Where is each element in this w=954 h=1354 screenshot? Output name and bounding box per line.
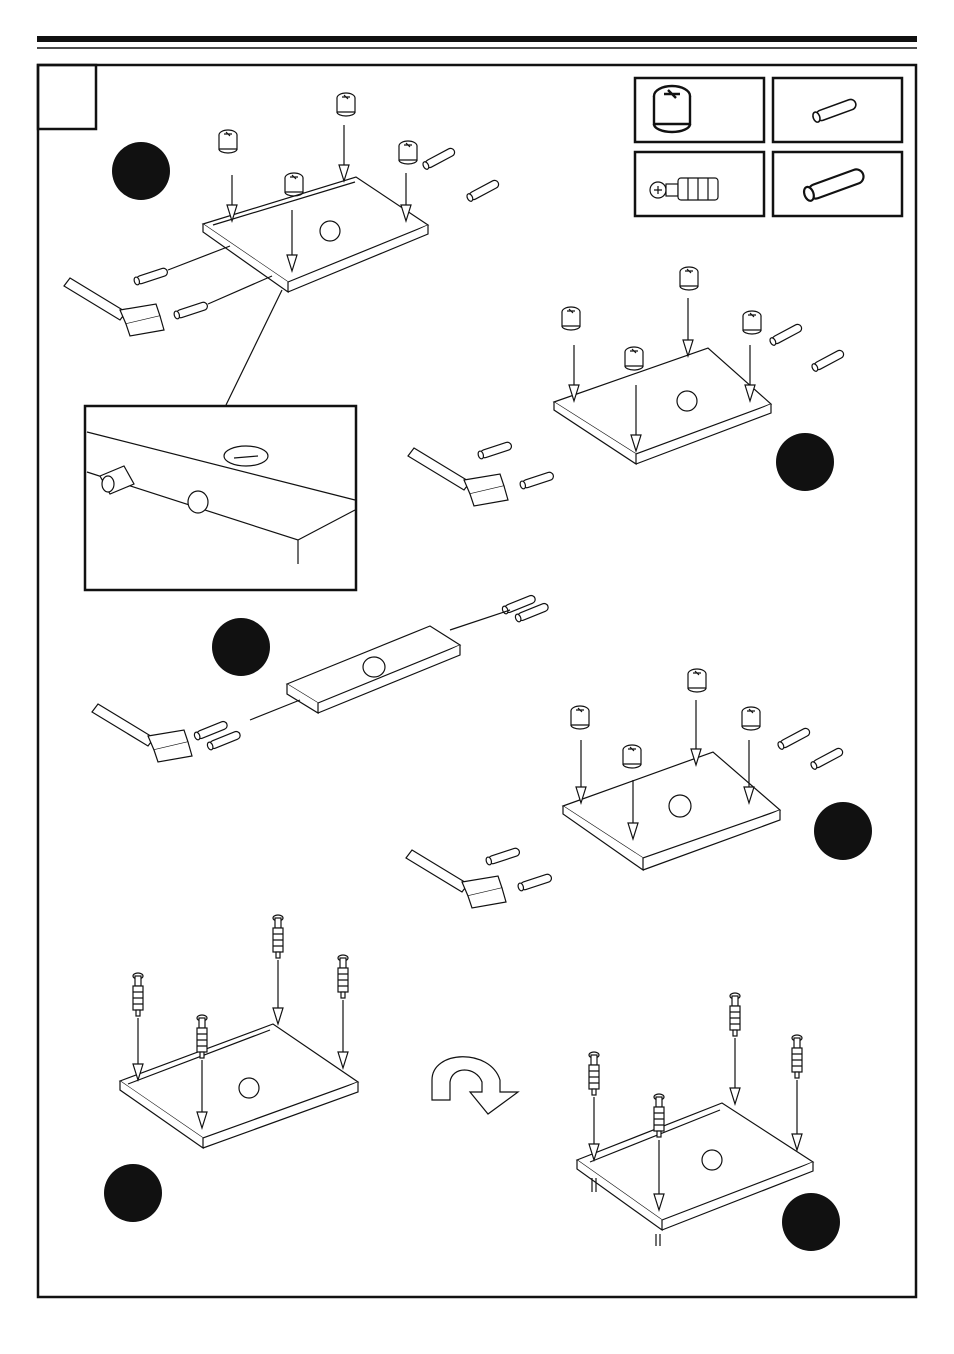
step-badge	[814, 802, 872, 860]
assembly-step-panel-6	[575, 992, 840, 1251]
parts-legend	[633, 76, 904, 218]
assembly-step-panel-4	[405, 668, 872, 909]
step-number-label	[38, 65, 96, 129]
cam-lock-icon	[652, 84, 692, 134]
assembly-step-panel-3	[91, 593, 550, 763]
step-badge	[112, 142, 170, 200]
cam-bolt-icon	[649, 177, 719, 201]
flip-over-arrow-icon	[431, 1056, 520, 1115]
step-badge	[212, 618, 270, 676]
legend-cam-bolt-cell	[633, 150, 766, 218]
large-dowel-icon	[801, 166, 867, 204]
small-dowel-icon	[810, 97, 859, 124]
detail-zoom-inset	[83, 404, 358, 592]
page-frame	[36, 63, 918, 1299]
legend-small-dowel-cell	[771, 76, 904, 144]
step-badge	[782, 1193, 840, 1251]
legend-cam-lock-cell	[633, 76, 766, 144]
legend-large-dowel-cell	[771, 150, 904, 218]
step-badge	[104, 1164, 162, 1222]
step-number-box	[36, 63, 98, 131]
assembly-step-panel-1	[63, 92, 501, 406]
header-rule-thick	[37, 36, 917, 42]
step-badge	[776, 433, 834, 491]
assembly-step-panel-2	[407, 266, 846, 507]
assembly-step-panel-5	[104, 914, 360, 1222]
